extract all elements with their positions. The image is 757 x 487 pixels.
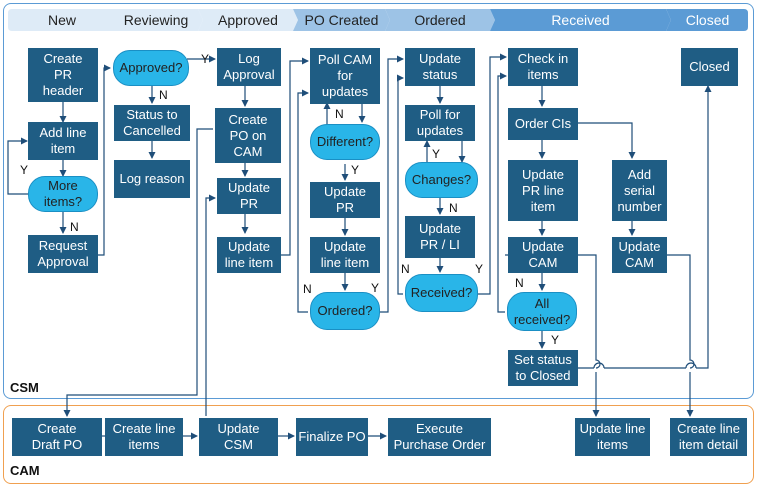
update-pr-box-approved: Update PR	[217, 178, 281, 214]
phase-chevron-reviewing	[109, 9, 203, 31]
all-received-yes-label: Y	[551, 333, 560, 347]
create-po-on-cam-box: Create PO on CAM	[215, 108, 281, 163]
log-approval-box: Log Approval	[217, 48, 281, 86]
update-pr-box-po-created: Update PR	[310, 182, 380, 218]
update-status-box: Update status	[405, 48, 475, 86]
check-in-items-box: Check in items	[508, 48, 578, 86]
cam-swimlane	[3, 405, 754, 484]
update-csm-box: Update CSM	[199, 418, 278, 456]
log-reason-box: Log reason	[114, 160, 190, 198]
changes-no-label: N	[449, 201, 458, 215]
ordered-yes-label: Y	[371, 281, 380, 295]
execute-purchase-order-box: Execute Purchase Order	[388, 418, 491, 456]
more-items-no-label: N	[70, 220, 79, 234]
request-approval-box: Request Approval	[28, 235, 98, 273]
add-line-item-box: Add line item	[28, 122, 98, 160]
update-line-item-box-approved: Update line item	[217, 237, 281, 273]
update-pr-line-item-box: Update PR line item	[508, 160, 578, 221]
csm-lane-label: CSM	[10, 380, 39, 395]
phase-chevron-po-created	[293, 9, 390, 31]
ordered-no-label: N	[303, 282, 312, 296]
phase-po-created: PO Created	[304, 12, 379, 28]
different-no-label: N	[335, 107, 344, 121]
closed-box: Closed	[681, 48, 738, 86]
update-line-items-cam-box: Update line items	[575, 418, 650, 456]
changes-yes-label: Y	[432, 147, 441, 161]
finalize-po-box: Finalize PO	[296, 418, 368, 456]
create-line-items-box: Create line items	[105, 418, 183, 456]
approved-decision: Approved?	[113, 50, 189, 86]
update-pr-li-box: Update PR / LI	[405, 216, 475, 258]
different-decision: Different?	[310, 124, 380, 160]
create-pr-header-box: Create PR header	[28, 48, 98, 102]
update-line-item-box-po-created: Update line item	[310, 237, 380, 273]
phase-closed: Closed	[685, 12, 730, 28]
more-items-yes-label: Y	[20, 163, 29, 177]
changes-decision: Changes?	[405, 162, 478, 198]
phase-chevron-ordered	[385, 9, 495, 31]
update-cam-box-serial: Update CAM	[612, 237, 667, 273]
phase-chevron-new	[8, 9, 117, 31]
phase-reviewing: Reviewing	[123, 12, 189, 28]
phase-chevron-closed	[666, 9, 748, 31]
poll-cam-box: Poll CAM for updates	[310, 48, 380, 104]
set-status-closed-box: Set status to Closed	[508, 350, 578, 386]
approved-yes-label: Y	[201, 52, 210, 66]
cam-lane-label: CAM	[10, 463, 40, 478]
approved-no-label: N	[159, 88, 168, 102]
different-yes-label: Y	[351, 163, 360, 177]
poll-for-updates-box: Poll for updates	[405, 105, 475, 141]
received-yes-label: Y	[475, 262, 484, 276]
phase-new: New	[47, 12, 76, 28]
received-no-label: N	[401, 262, 410, 276]
create-line-item-detail-box: Create line item detail	[670, 418, 747, 456]
all-received-no-label: N	[515, 276, 524, 290]
create-draft-po-box: Create Draft PO	[12, 418, 102, 456]
received-decision: Received?	[405, 274, 478, 312]
phase-chevron-received	[490, 9, 671, 31]
add-serial-number-box: Add serial number	[612, 160, 667, 221]
status-to-cancelled-box: Status to Cancelled	[114, 105, 190, 141]
phase-chevron-approved	[198, 9, 298, 31]
phase-header	[8, 9, 748, 31]
order-cis-box: Order CIs	[508, 108, 578, 140]
phase-ordered: Ordered	[414, 12, 466, 28]
phase-received: Received	[551, 12, 610, 28]
update-cam-box-received: Update CAM	[508, 237, 578, 273]
all-received-decision: All received?	[507, 292, 577, 331]
ordered-decision: Ordered?	[310, 292, 380, 330]
csm-swimlane	[3, 3, 754, 399]
more-items-decision: More items?	[28, 176, 98, 212]
phase-approved: Approved	[218, 12, 278, 28]
